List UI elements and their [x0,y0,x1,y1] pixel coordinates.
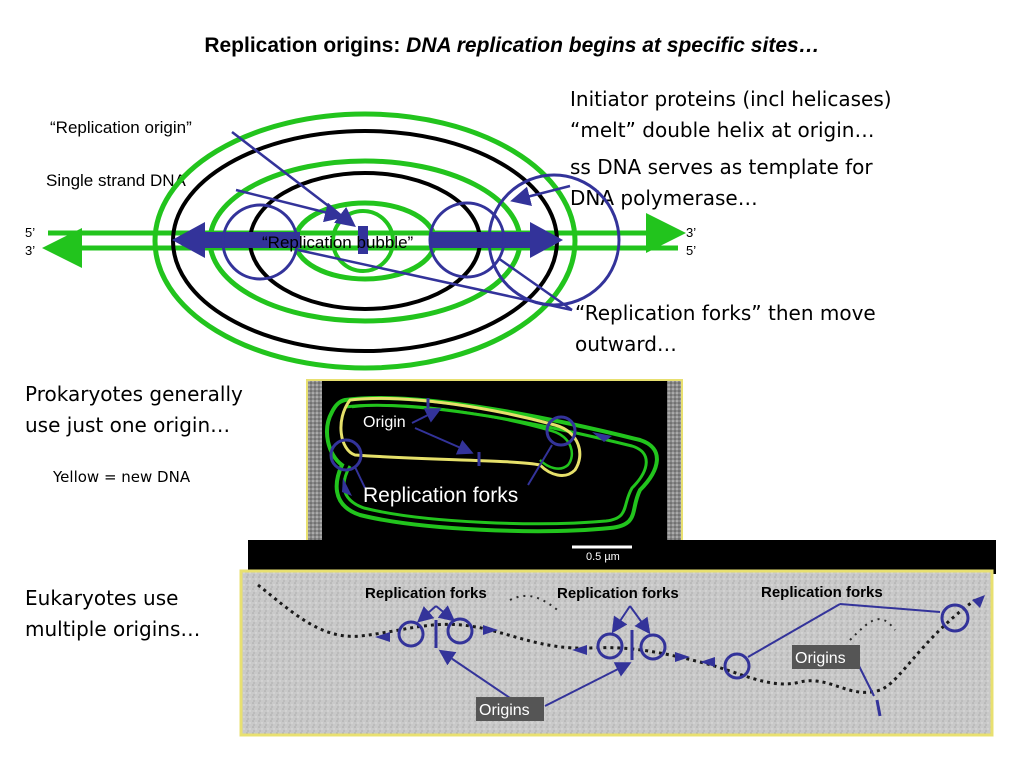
replication-bubble-diagram [42,111,686,371]
euk-fork-circle-1 [397,620,425,648]
initiator-text: Initiator proteins (incl helicases) “mel… [570,84,892,146]
forks-pointer-line-2 [497,256,573,312]
prokaryote-line-1: Prokaryotes generally [25,382,243,406]
initiator-line-2: “melt” double helix at origin… [570,118,875,142]
slide-title: Replication origins: DNA replication beg… [0,34,1024,58]
forks-text: “Replication forks” then move outward… [575,298,876,360]
euk-fork-circle-2 [446,617,474,645]
eukaryote-line-2: multiple origins… [25,617,201,641]
euk-origins-label-2: Origins [795,650,846,667]
euk-fork-circle-3 [596,632,624,660]
forks-line-2: outward… [575,332,677,356]
ssdna-line-2: DNA polymerase… [570,186,758,210]
fork-arrow-right [430,222,563,258]
new-dna-legend: Yellow = new DNA [53,468,191,486]
euk-forks-label-3: Replication forks [761,584,883,601]
ssdna-pointer-line-1 [235,188,345,223]
strand-label-left-top: 5’ [25,225,36,240]
ssdna-pointer-line-2 [510,184,571,206]
prokaryote-text: Prokaryotes generally use just one origi… [25,379,243,441]
prokaryote-line-2: use just one origin… [25,413,231,437]
bubble-core-green [331,209,395,273]
ssdna-text: ss DNA serves as template for DNA polyme… [570,152,873,214]
euk-forks-label-1: Replication forks [365,585,487,602]
bubble-outer-green [152,111,578,371]
single-strand-dna-label: Single strand DNA [46,171,186,190]
fork-arrow-left [172,222,300,258]
fork-circle-mid [428,201,506,279]
forks-line-1: “Replication forks” then move [575,301,876,325]
prok-fork-circle-right [545,415,577,447]
strand-label-right-top: 3’ [686,225,697,240]
origins-label-bg-1 [476,697,544,721]
prok-forks-label: Replication forks [363,484,518,507]
prokaryote-micrograph [306,379,683,544]
replication-bubble-label: “Replication bubble” [262,233,414,252]
fork-circle-left [221,203,299,281]
scale-band [248,540,996,574]
eukaryote-micrograph [239,569,994,737]
eukaryote-text: Eukaryotes use multiple origins… [25,583,200,645]
origins-label-bg-2 [792,645,860,669]
euk-fork-circle-4 [639,633,667,661]
strand-label-right-bottom: 5’ [686,243,697,258]
origin-mark [358,226,368,254]
strand-label-left-bottom: 3’ [25,243,36,258]
origin-pointer-line [231,131,356,228]
title-main: Replication origins: [204,34,407,57]
euk-forks-label-2: Replication forks [557,585,679,602]
euk-fork-circle-5 [723,652,751,680]
scale-bar-label: 0.5 µm [586,551,620,563]
ssdna-line-1: ss DNA serves as template for [570,155,873,179]
prok-fork-circle-left [329,438,363,472]
prok-origin-label: Origin [363,414,406,431]
euk-origins-label-1: Origins [479,702,530,719]
euk-fork-circle-6 [940,603,970,633]
replication-origin-label: “Replication origin” [50,118,192,137]
title-italic: DNA replication begins at specific sites… [406,34,820,57]
parental-dna-loop [325,396,659,534]
initiator-line-1: Initiator proteins (incl helicases) [570,87,892,111]
forks-pointer-line-1 [297,248,573,312]
new-dna-loop [339,396,582,477]
eukaryote-line-1: Eukaryotes use [25,586,179,610]
